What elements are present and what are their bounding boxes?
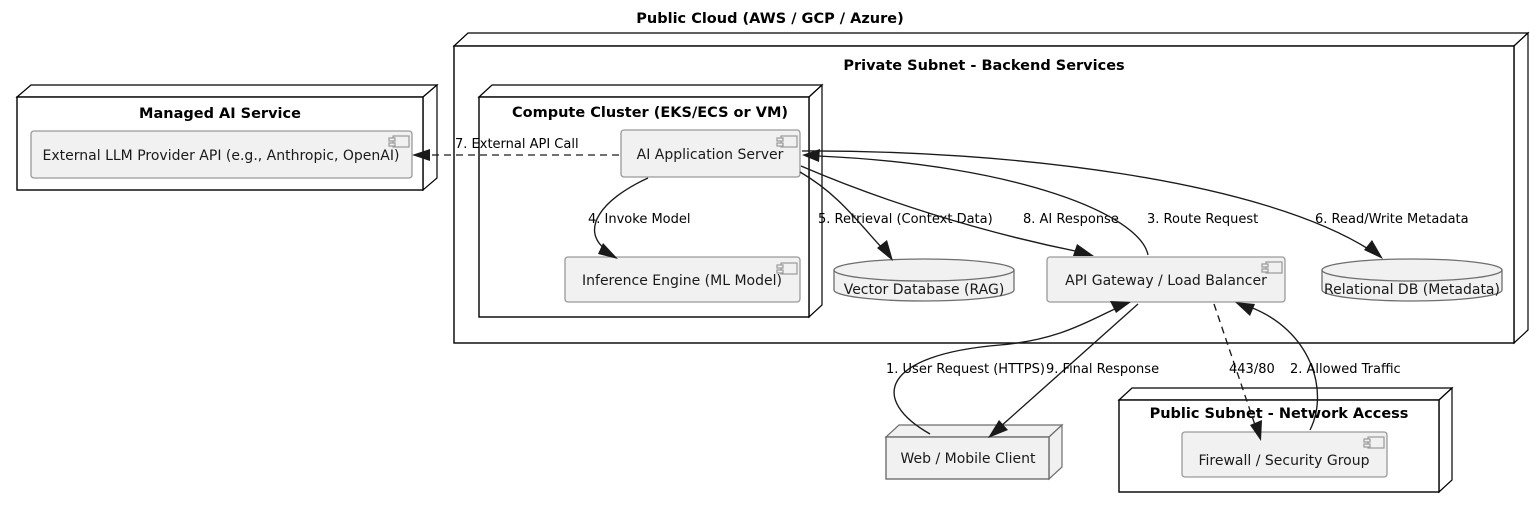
public-cloud-title: Public Cloud (AWS / GCP / Azure)	[636, 11, 903, 27]
component-icon	[776, 135, 798, 148]
public-subnet-title: Public Subnet - Network Access	[1150, 406, 1409, 422]
edge-label-6: 6. Read/Write Metadata	[1315, 212, 1469, 227]
edge-label-9: 9. Final Response	[1046, 362, 1159, 377]
edge-443-80: 443/80	[1213, 303, 1275, 441]
edge-3-route-request: 3. Route Request	[802, 149, 1258, 256]
node-vector-database[interactable]: Vector Database (RAG)	[833, 258, 1015, 302]
edge-label-1: 1. User Request (HTTPS)	[886, 362, 1045, 377]
node-inference-engine[interactable]: Inference Engine (ML Model)	[564, 256, 801, 303]
node-label-ai-app-server: AI Application Server	[637, 147, 784, 163]
node-relational-db[interactable]: Relational DB (Metadata)	[1321, 258, 1503, 302]
component-icon	[1261, 261, 1283, 274]
node-external-llm[interactable]: External LLM Provider API (e.g., Anthrop…	[30, 130, 413, 179]
component-icon	[776, 262, 798, 275]
edge-label-8: 8. AI Response	[1023, 212, 1119, 227]
edge-4-invoke-model: 4. Invoke Model	[588, 177, 690, 259]
node-firewall[interactable]: Firewall / Security Group	[1181, 431, 1388, 478]
edge-label-443-80: 443/80	[1229, 362, 1275, 377]
edge-label-5: 5. Retrieval (Context Data)	[818, 212, 993, 227]
component-icon	[1363, 436, 1385, 449]
edge-label-2: 2. Allowed Traffic	[1290, 362, 1401, 377]
edge-label-4: 4. Invoke Model	[588, 212, 690, 227]
node-label-inference-engine: Inference Engine (ML Model)	[582, 273, 782, 289]
container-managed-ai-service: Managed AI Service External LLM Provider…	[15, 83, 439, 192]
edge-5-retrieval: 5. Retrieval (Context Data)	[799, 171, 993, 261]
edge-2-allowed-traffic: 2. Allowed Traffic	[1235, 302, 1401, 431]
container-public-subnet: Public Subnet - Network Access Firewall …	[1117, 386, 1454, 494]
node-web-mobile-client[interactable]: Web / Mobile Client	[884, 423, 1064, 481]
edge-8-ai-response: 8. AI Response	[800, 165, 1119, 256]
node-api-gateway[interactable]: API Gateway / Load Balancer	[1046, 256, 1286, 303]
edge-label-7: 7. External API Call	[455, 137, 579, 152]
node-label-api-gateway: API Gateway / Load Balancer	[1065, 273, 1267, 289]
node-label-web-mobile-client: Web / Mobile Client	[900, 451, 1036, 467]
edge-label-3: 3. Route Request	[1147, 212, 1258, 227]
node-label-relational-db: Relational DB (Metadata)	[1324, 282, 1500, 298]
edge-9-final-response: 9. Final Response	[988, 303, 1159, 438]
managed-ai-service-title: Managed AI Service	[139, 106, 301, 122]
component-icon	[388, 135, 410, 148]
node-label-firewall: Firewall / Security Group	[1199, 453, 1370, 469]
private-subnet-title: Private Subnet - Backend Services	[843, 58, 1124, 74]
node-ai-app-server[interactable]: AI Application Server	[620, 129, 801, 178]
compute-cluster-title: Compute Cluster (EKS/ECS or VM)	[512, 105, 788, 121]
node-label-external-llm: External LLM Provider API (e.g., Anthrop…	[43, 148, 400, 164]
edge-7-external-api-call: 7. External API Call	[412, 137, 619, 161]
node-label-vector-database: Vector Database (RAG)	[844, 282, 1005, 298]
edge-1-user-request: 1. User Request (HTTPS)	[886, 301, 1131, 435]
edge-6-read-write-metadata: 6. Read/Write Metadata	[801, 150, 1469, 259]
